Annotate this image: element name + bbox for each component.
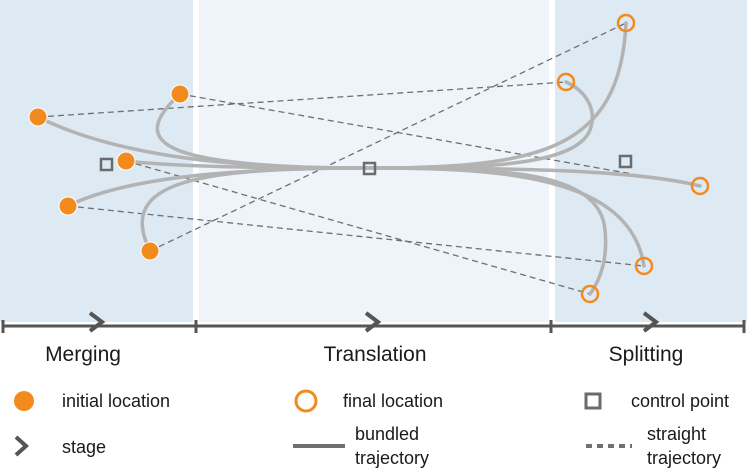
chevron-right-icon: [364, 311, 382, 333]
straight-trajectory: [67, 205, 645, 267]
initial-locations: [28, 84, 190, 261]
final-location-marker: [634, 256, 654, 276]
initial-location-icon: [14, 391, 34, 411]
legend-straight-line2: trajectory: [647, 448, 721, 468]
bundled-trajectory: [140, 21, 628, 253]
legend-initial-location: initial location: [62, 391, 170, 411]
legend-bundled-line1: bundled: [355, 424, 419, 444]
legend-bundled-line2: trajectory: [355, 448, 429, 468]
stage-label-translation: Translation: [323, 343, 426, 366]
control-point-icon: [584, 392, 602, 410]
final-location-icon: [294, 389, 318, 413]
straight-trajectory: [179, 93, 701, 187]
initial-location-marker: [116, 151, 136, 171]
chevron-right-icon: [14, 435, 29, 457]
stage-label-merging: Merging: [45, 343, 121, 366]
straight-trajectory: [125, 160, 591, 295]
straight-trajectory: [149, 22, 627, 252]
splitting-region: [555, 0, 747, 322]
legend-control-point: control point: [631, 391, 729, 411]
straight-trajectory: [37, 81, 567, 118]
bundled-trajectories: [36, 21, 702, 296]
initial-location-marker: [58, 196, 78, 216]
control-point: [99, 157, 114, 172]
legend-straight-line1: straight: [647, 424, 706, 444]
final-locations: [556, 13, 710, 304]
initial-location-marker: [140, 241, 160, 261]
final-location-marker: [690, 176, 710, 196]
final-location-marker: [580, 284, 600, 304]
control-point: [362, 161, 377, 176]
chevron-right-icon: [88, 311, 106, 333]
initial-location-marker: [170, 84, 190, 104]
initial-location-marker: [28, 107, 48, 127]
final-location-marker: [616, 13, 636, 33]
legend-final-location: final location: [343, 391, 443, 411]
final-location-marker: [556, 72, 576, 92]
control-points: [99, 154, 633, 176]
merging-region: [0, 0, 193, 322]
stage-axis: [1, 311, 746, 333]
stage-label-splitting: Splitting: [609, 343, 684, 366]
straight-trajectories: [37, 22, 701, 295]
chevron-right-icon: [642, 311, 660, 333]
legend-stage: stage: [62, 437, 106, 457]
control-point: [618, 154, 633, 169]
legend: initial location final location control …: [14, 389, 729, 468]
